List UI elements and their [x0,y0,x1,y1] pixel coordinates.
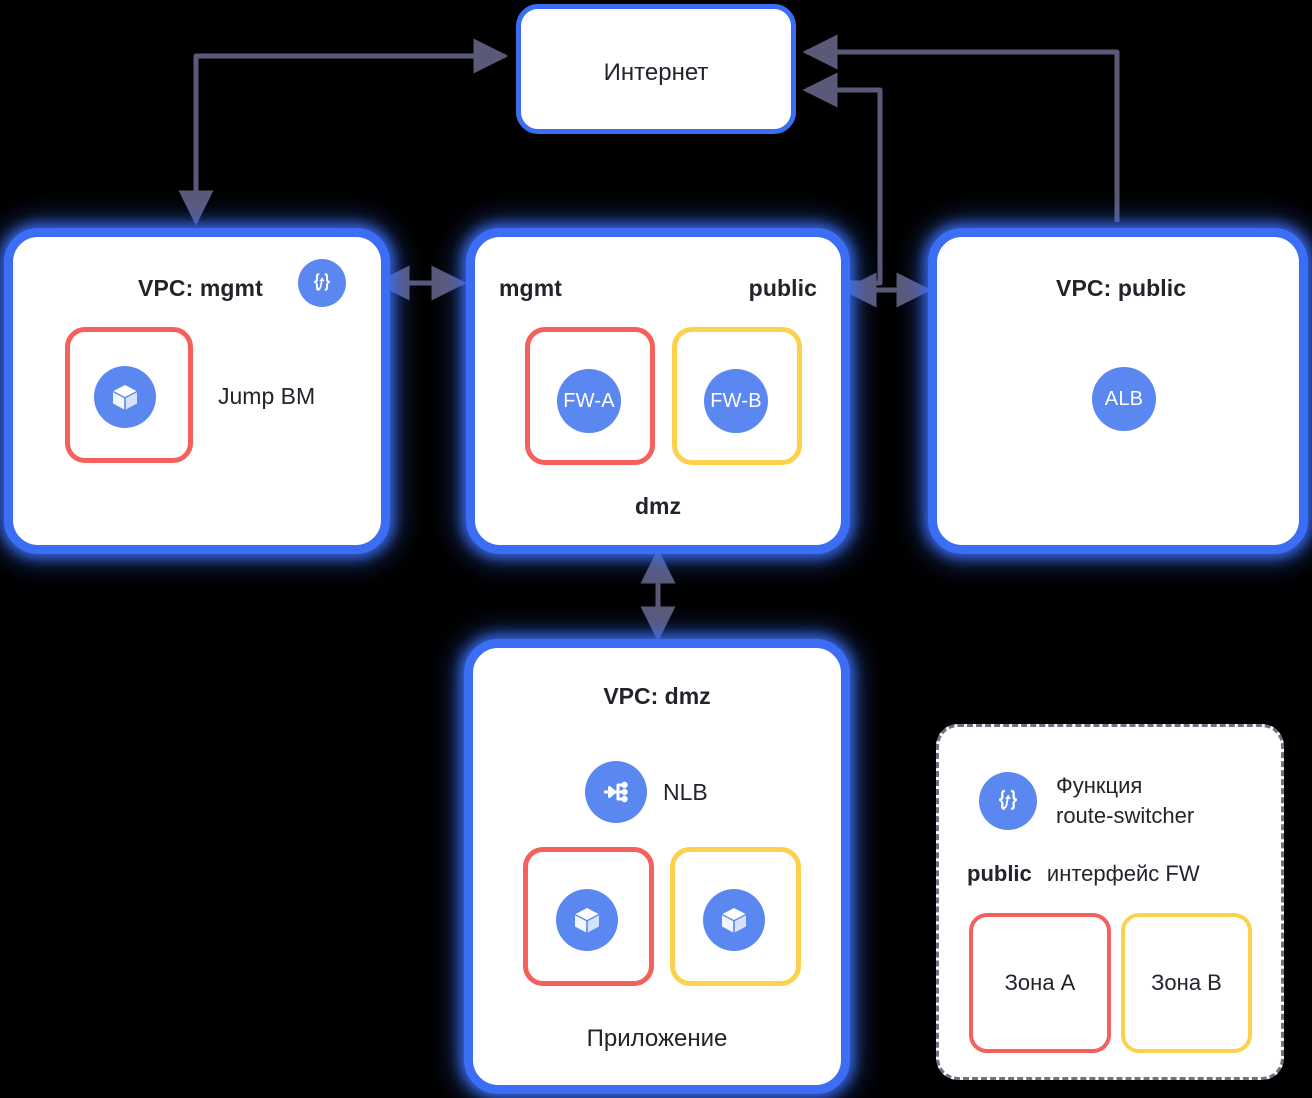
vm-cube-icon[interactable] [94,366,156,428]
internet-box[interactable]: Интернет [516,4,796,134]
jump-host-label: Jump BM [218,383,316,409]
legend-zone-a: Зона A [969,913,1111,1053]
legend-box: Функция route-switcher public интерфейс … [936,724,1284,1080]
app-label: Приложение [586,1025,728,1052]
vm-cube-icon[interactable] [556,889,618,951]
internet-label: Интернет [603,59,709,86]
nlb-icon[interactable] [585,761,647,823]
interface-label-public: public [748,275,817,301]
fw-b-label: FW-B [710,389,762,412]
firewall-a-zone[interactable]: FW-A [525,327,655,465]
legend-function-line1: Функция [1056,773,1143,798]
alb-circle-icon[interactable]: ALB [1092,367,1156,431]
legend-zone-b: Зона B [1121,913,1252,1053]
legend-interface-rest: интерфейс FW [1046,861,1200,886]
app-host-zone-b[interactable] [670,847,801,986]
vpc-public-title: VPC: public [1056,275,1187,301]
app-host-zone-a[interactable] [523,847,654,986]
jump-host-zone-a[interactable] [65,327,193,463]
vpc-mgmt-title: VPC: mgmt [138,275,263,301]
wire-mgmt-internet [178,38,509,226]
firewall-b-zone[interactable]: FW-B [672,327,802,465]
fw-b-circle-icon[interactable]: FW-B [704,369,768,433]
legend-zone-a-label: Зона A [1004,970,1076,995]
function-braces-icon[interactable] [298,259,346,307]
vpc-public-box[interactable]: VPC: public ALB [928,228,1308,554]
vm-cube-icon[interactable] [703,889,765,951]
function-braces-icon [979,772,1037,830]
wire-vpcpublic-internet [802,34,1120,222]
vpc-dmz-box[interactable]: VPC: dmz NLB [464,639,850,1094]
interface-label-mgmt: mgmt [499,275,563,301]
vpc-dmz-title: VPC: dmz [603,683,711,709]
legend-interface-line: public интерфейс FW [967,861,1200,887]
fw-a-circle-icon[interactable]: FW-A [557,369,621,433]
fw-a-label: FW-A [563,389,615,412]
interface-label-dmz: dmz [635,493,681,519]
vpc-mgmt-box[interactable]: VPC: mgmt Jump BM [4,228,390,554]
legend-interface-bold: public [967,861,1032,886]
nlb-label: NLB [663,779,708,805]
firewall-box[interactable]: mgmt public FW-A FW-B dmz [466,228,850,554]
legend-function-line2: route-switcher [1056,803,1195,828]
legend-zone-b-label: Зона B [1151,970,1222,995]
alb-label: ALB [1104,387,1144,410]
